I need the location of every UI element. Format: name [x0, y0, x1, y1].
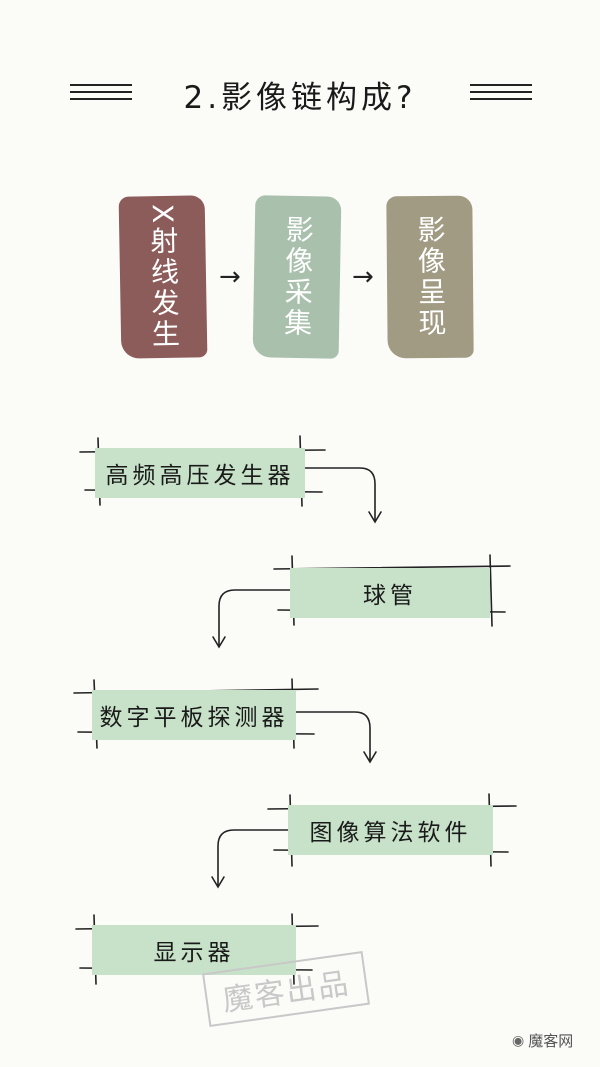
chain-node-monitor: 显示器: [92, 925, 296, 975]
wechat-icon: ◉: [512, 1032, 525, 1049]
watermark: ◉ 魔客网: [512, 1030, 573, 1051]
title-bar: 2.影像链构成?: [0, 70, 600, 120]
arrow-right-icon: →: [352, 262, 374, 292]
watermark-text: 魔客网: [528, 1032, 574, 1050]
chain-node-generator: 高频高压发生器: [95, 448, 305, 498]
page-title: 2.影像链构成?: [183, 80, 417, 116]
arrow-right-icon: →: [219, 262, 241, 292]
chain-node-detector: 数字平板探测器: [92, 690, 296, 740]
title-lines-left: [70, 84, 132, 104]
chain-node-software: 图像算法软件: [288, 805, 493, 855]
title-lines-right: [470, 84, 532, 104]
chain-node-tube: 球管: [290, 568, 490, 618]
